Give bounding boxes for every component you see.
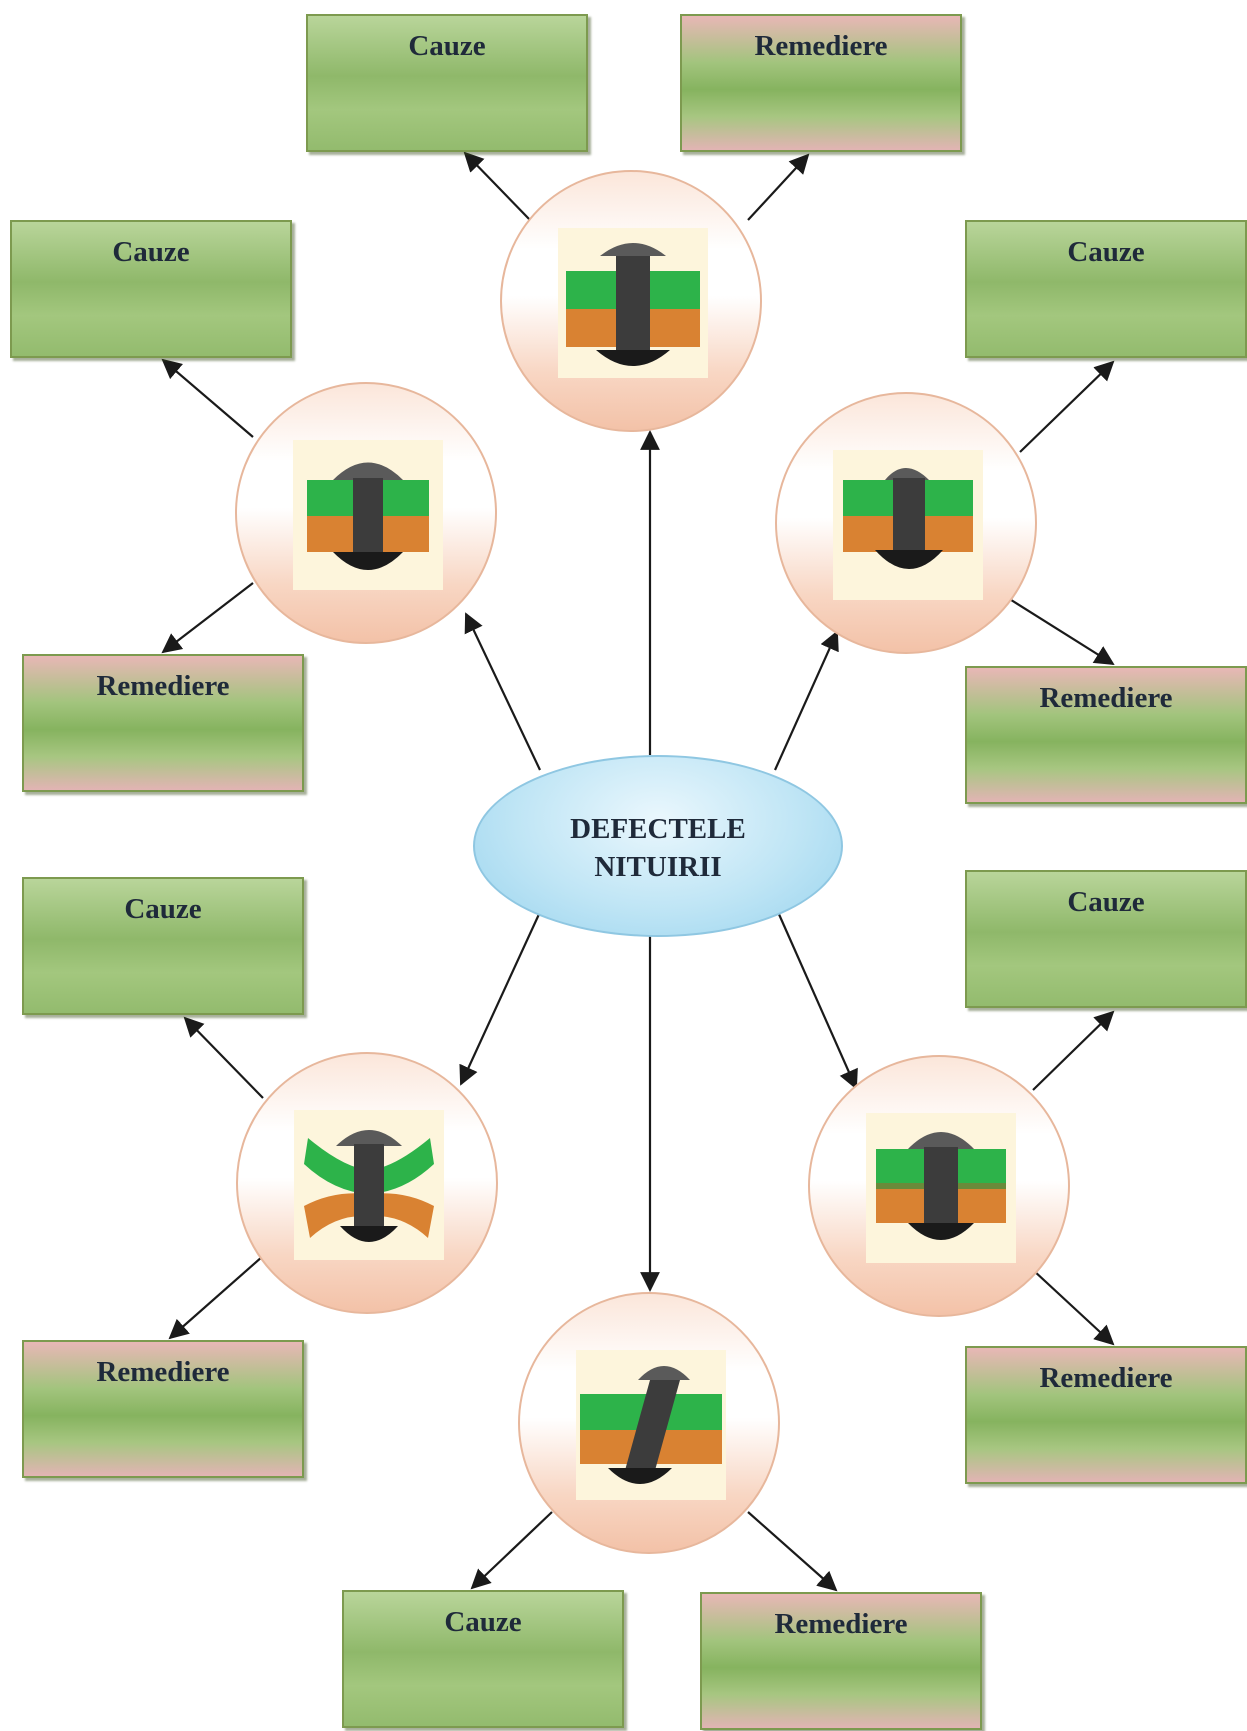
lower-right-causes-box: Cauze [965,870,1247,1008]
lower-left-remedy-box: Remediere [22,1340,304,1478]
top-remedy-label: Remediere [754,30,888,62]
arrow-upper-left-causes [161,358,254,438]
upper-left-causes-box: Cauze [10,220,292,358]
lower-left-causes-label: Cauze [124,893,202,925]
bottom-causes-box: Cauze [342,1590,624,1728]
lower-right-causes-label: Cauze [1067,886,1145,918]
defect-node-bottom [518,1292,780,1554]
arrow-center-to-lower-right [776,911,858,1090]
arrow-lower-left-causes [183,1016,264,1099]
bottom-remedy-box: Remediere [700,1592,982,1730]
upper-left-remedy-box: Remediere [22,654,304,792]
upper-left-causes-label: Cauze [112,236,190,268]
rivet-illustration-gap-plates [866,1113,1016,1263]
arrow-lower-right-remedy [1032,1269,1115,1346]
arrow-upper-left-remedy [161,582,254,654]
lower-right-remedy-label: Remediere [1039,1362,1173,1394]
rivet-illustration-offset-head [833,450,983,600]
arrow-bottom-causes [470,1511,553,1590]
upper-right-causes-box: Cauze [965,220,1247,358]
arrow-center-to-upper-right [773,630,839,771]
rivet-illustration-slanted-rivet [576,1350,726,1500]
center-title-line2: NITUIRII [594,851,722,883]
arrow-center-to-upper-left [464,612,541,771]
arrow-center-to-lower-left [459,911,541,1086]
upper-right-remedy-label: Remediere [1039,682,1173,714]
lower-right-remedy-box: Remediere [965,1346,1247,1484]
rivet-illustration-normal [293,440,443,590]
defect-node-top [500,170,762,432]
center-title-line1: DEFECTELE [570,813,746,845]
arrow-top-causes [463,151,531,221]
lower-left-remedy-label: Remediere [96,1356,230,1388]
defect-node-lower-right [808,1055,1070,1317]
bottom-remedy-label: Remediere [774,1608,908,1640]
upper-right-remedy-box: Remediere [965,666,1247,804]
arrow-lower-right-causes [1032,1010,1115,1091]
upper-right-causes-label: Cauze [1067,236,1145,268]
defect-node-lower-left [236,1052,498,1314]
arrow-lower-left-remedy [168,1255,264,1340]
top-remedy-box: Remediere [680,14,962,152]
arrow-top-remedy [747,153,810,221]
center-node: DEFECTELE NITUIRII [473,755,843,937]
top-causes-label: Cauze [408,30,486,62]
top-causes-box: Cauze [306,14,588,152]
upper-left-remedy-label: Remediere [96,670,230,702]
arrow-upper-right-causes [1019,360,1115,453]
bottom-causes-label: Cauze [444,1606,522,1638]
arrow-bottom-remedy [747,1511,838,1592]
rivet-illustration-head-low [558,228,708,378]
arrow-upper-right-remedy [1007,597,1115,666]
defect-node-upper-right [775,392,1037,654]
lower-left-causes-box: Cauze [22,877,304,1015]
rivet-illustration-bent-plates [294,1110,444,1260]
defect-node-upper-left [235,382,497,644]
